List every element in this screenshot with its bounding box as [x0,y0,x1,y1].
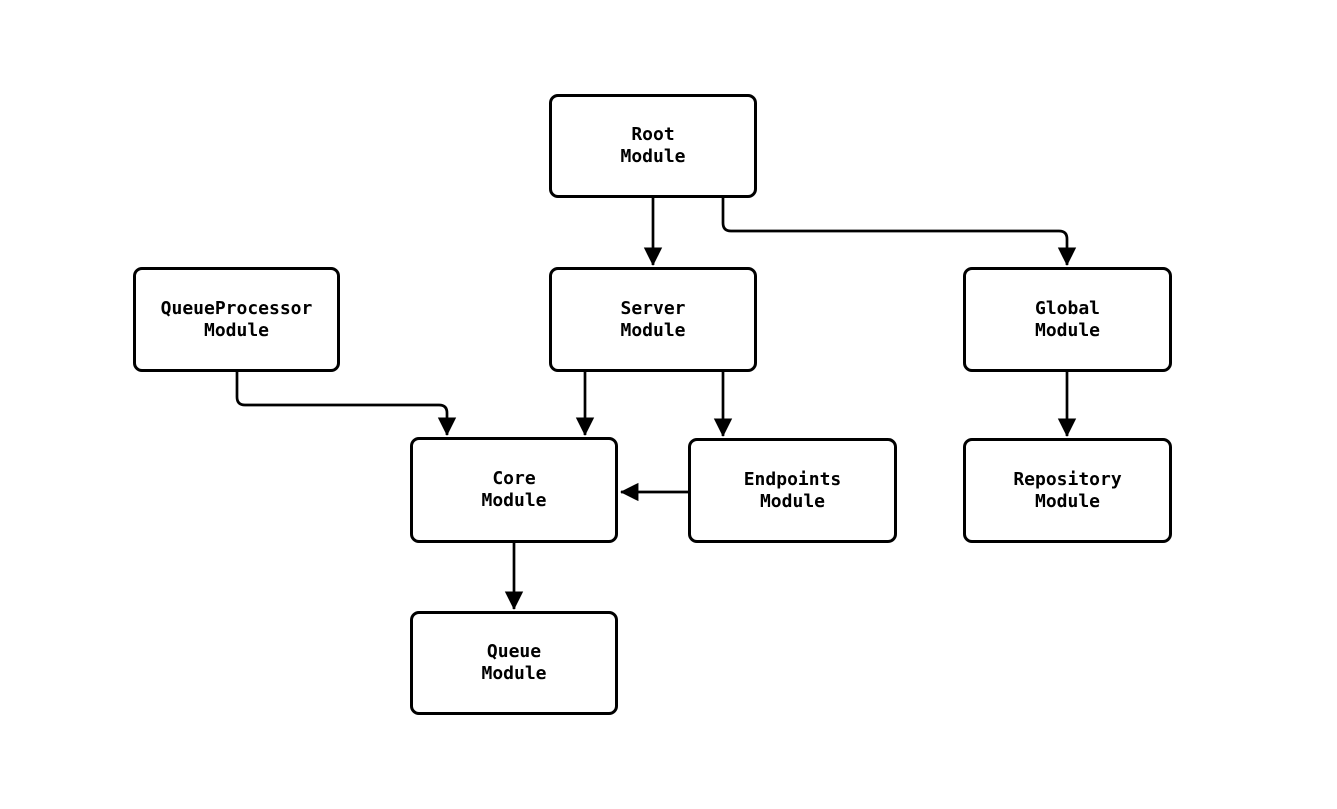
node-queueprocessor-module-label: QueueProcessor Module [160,297,313,341]
node-server-module: Server Module [549,267,757,372]
node-queue-module: Queue Module [410,611,618,715]
node-core-module-label: Core Module [481,468,547,511]
node-endpoints-module: Endpoints Module [688,438,897,543]
node-root-module: Root Module [549,94,757,198]
edge-queueprocessor-to-core [235,372,457,436]
node-queue-module-label: Queue Module [481,641,547,684]
edge-root-to-global [721,198,1077,266]
node-endpoints-module-label: Endpoints Module [743,468,842,512]
node-root-module-label: Root Module [620,124,686,167]
node-global-module: Global Module [963,267,1172,372]
node-core-module: Core Module [410,437,618,543]
node-repository-module-label: Repository Module [1013,468,1122,512]
node-queueprocessor-module: QueueProcessor Module [133,267,340,372]
node-global-module-label: Global Module [1034,297,1101,341]
node-server-module-label: Server Module [620,297,686,341]
node-repository-module: Repository Module [963,438,1172,543]
